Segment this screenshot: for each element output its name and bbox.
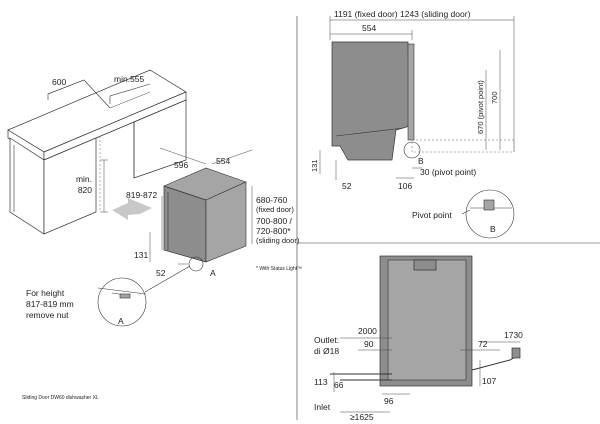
height-note-line1: For height <box>26 288 65 298</box>
d107-label: 107 <box>482 376 496 386</box>
isometric-dishwasher <box>149 147 253 272</box>
d1625-label: ≥1625 <box>350 412 374 422</box>
pivot-point-label: Pivot point <box>412 210 452 220</box>
h1-label: 680-760 <box>256 195 287 205</box>
outlet-label: Outlet: <box>314 335 339 345</box>
detail-marker-b: B <box>490 224 496 234</box>
isometric-cabinet <box>7 69 187 235</box>
outlet-dia-label: di Ø18 <box>314 346 339 356</box>
status-light-footnote: * With Status Light™ <box>256 266 302 272</box>
h2b-label: 720-800* <box>256 226 291 236</box>
side-top-dim: 1191 (fixed door) 1243 (sliding door) <box>334 9 471 19</box>
height-note-line3: remove nut <box>26 310 69 320</box>
height-note-line2: 817-819 mm <box>26 299 74 309</box>
min-height-label: min. <box>76 174 92 184</box>
d72-label: 72 <box>478 339 488 349</box>
d113-label: 113 <box>314 377 328 387</box>
detail-a-callout <box>97 265 191 327</box>
rear-view <box>330 255 521 413</box>
d66-label: 66 <box>334 380 344 390</box>
detail-circle-a <box>188 256 204 272</box>
side-view <box>319 16 515 239</box>
d96-label: 96 <box>384 396 394 406</box>
insert-arrow-icon <box>112 198 152 220</box>
pivot-670-label: 670 (pivot point) <box>476 80 485 134</box>
h131-label: 131 <box>310 159 319 172</box>
h2-note: (sliding door) <box>256 236 300 245</box>
side-depth-label: 554 <box>362 23 376 33</box>
min-height-value: 820 <box>78 185 92 195</box>
d1730-label: 1730 <box>504 330 523 340</box>
counter-width-label: min.555 <box>114 74 145 84</box>
caption: Sliding Door DW60 dishwasher XL <box>22 395 99 401</box>
dishwasher-width-label: 596 <box>174 160 188 170</box>
inlet-label: Inlet <box>314 402 331 412</box>
height-range-label: 819-872 <box>126 190 157 200</box>
dishwasher-depth-label: 554 <box>216 156 230 166</box>
marker-a: A <box>210 268 216 278</box>
h1-note: (fixed door) <box>256 205 294 214</box>
marker-b: B <box>418 156 424 166</box>
d90-label: 90 <box>364 339 374 349</box>
counter-depth-label: 600 <box>52 77 66 87</box>
foot-height-label: 131 <box>134 250 148 260</box>
foot-depth-label: 52 <box>156 268 166 278</box>
d106-label: 106 <box>398 181 412 191</box>
pivot-30-label: 30 (pivot point) <box>420 167 476 177</box>
d2000-label: 2000 <box>358 326 377 336</box>
h700-label: 700 <box>490 91 499 104</box>
d52-label: 52 <box>342 181 352 191</box>
detail-marker-a: A <box>118 316 124 326</box>
h2-label: 700-800 / <box>256 216 293 226</box>
